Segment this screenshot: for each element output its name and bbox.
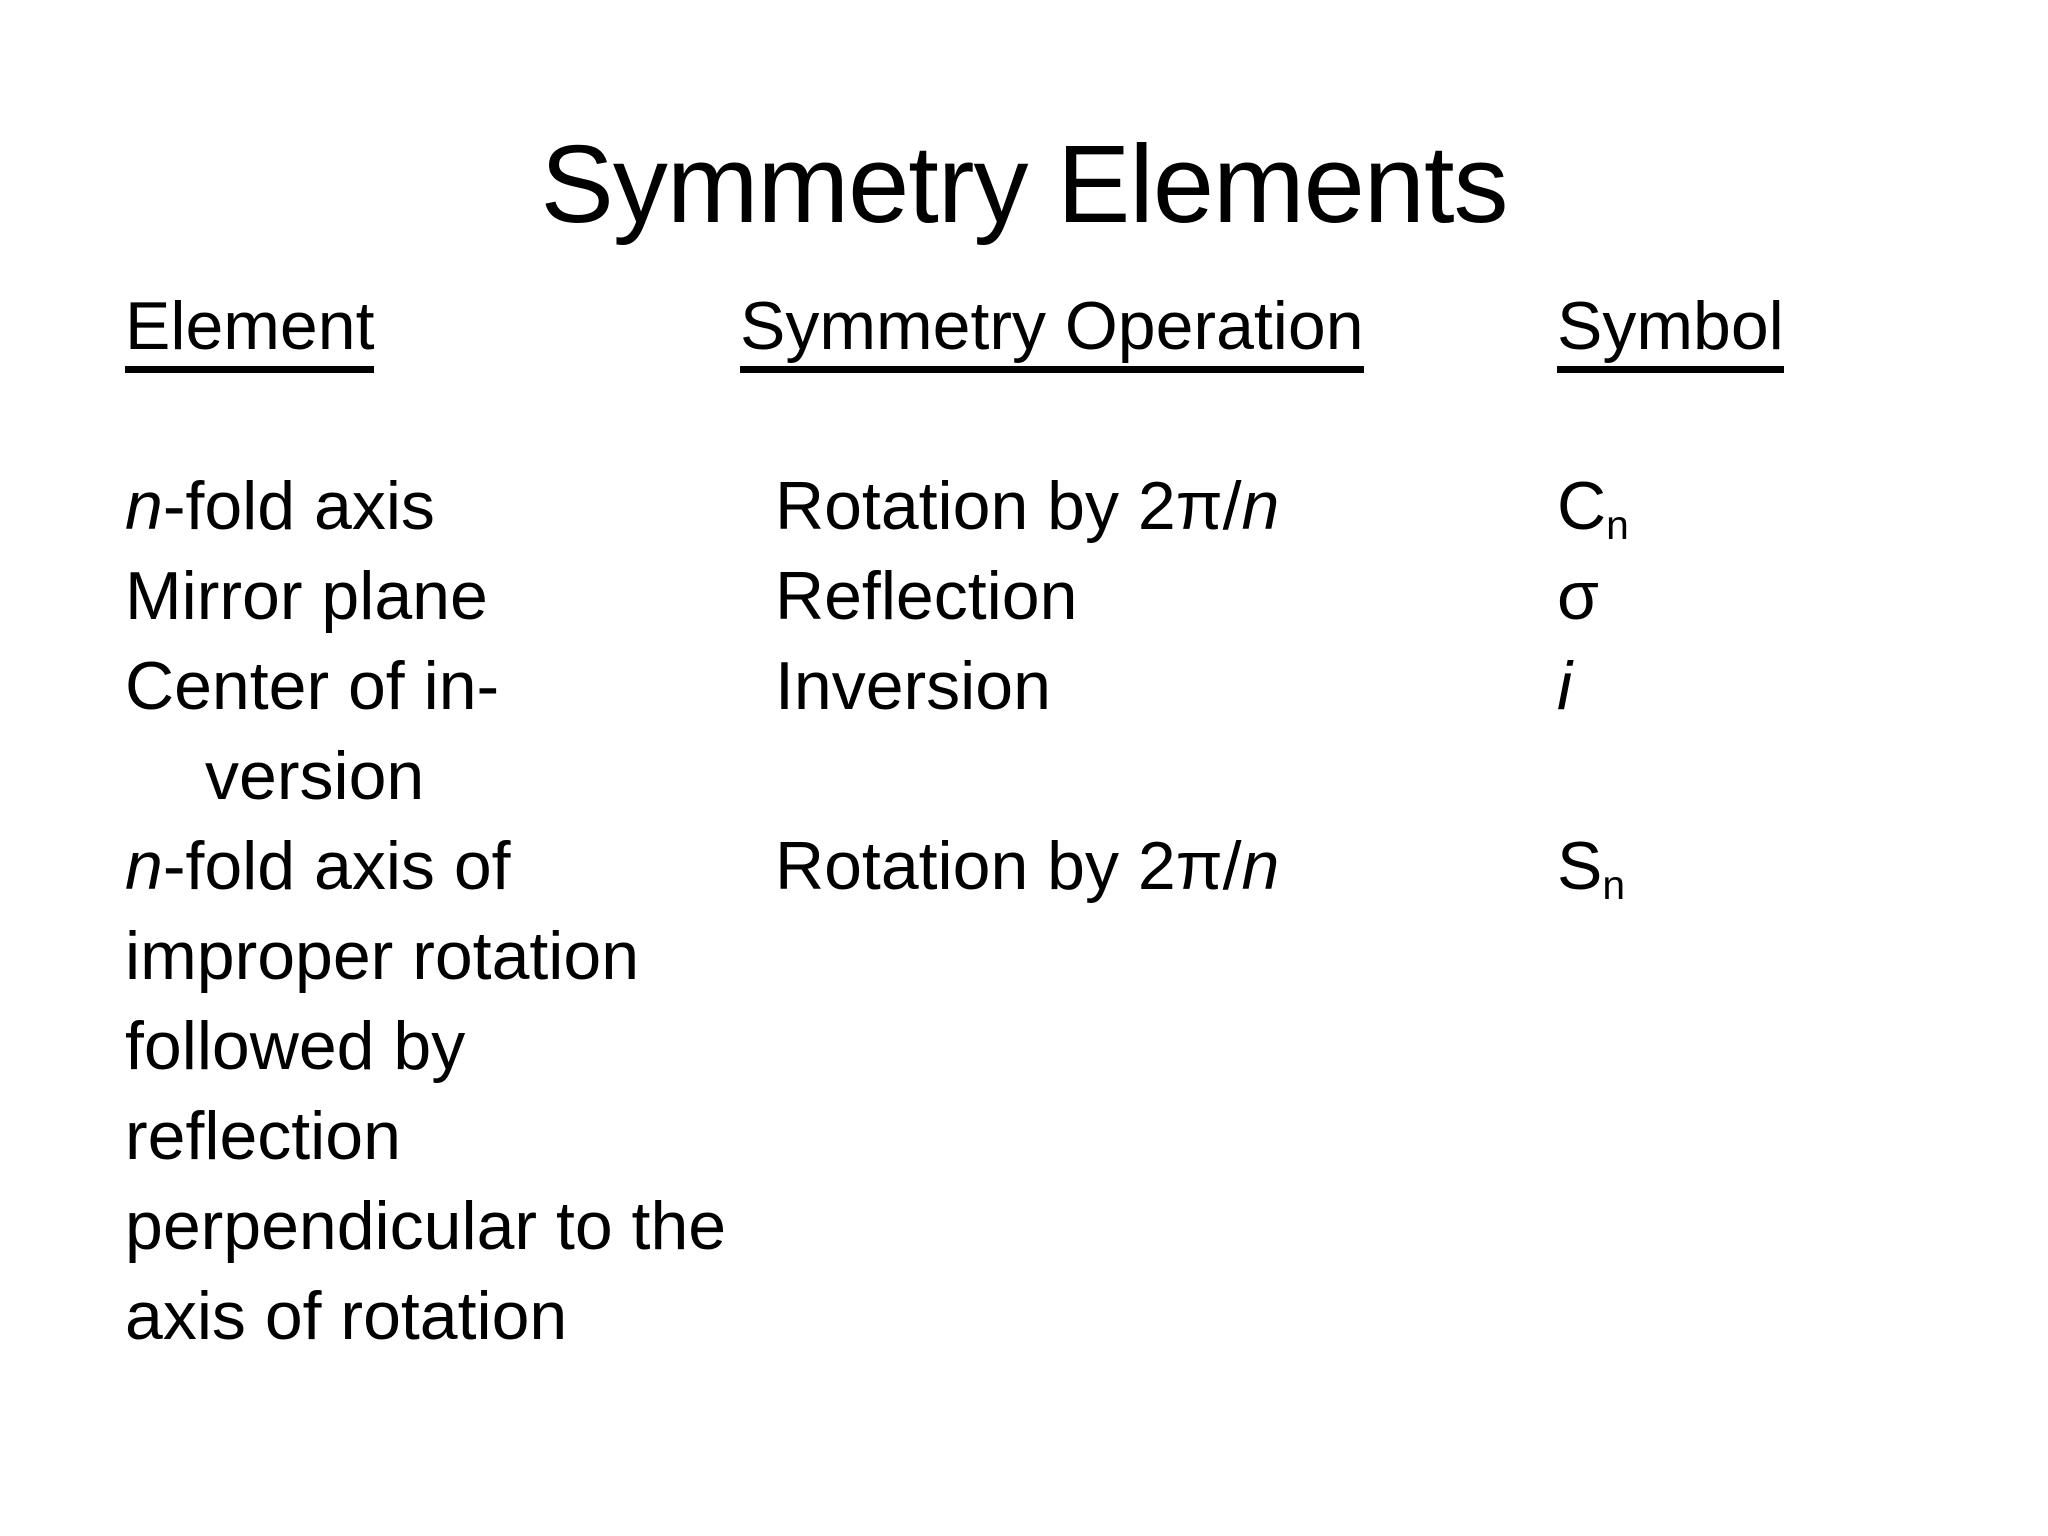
- text-segment: n: [1241, 468, 1280, 544]
- text-segment: S: [1557, 828, 1603, 904]
- text-segment: version: [205, 738, 425, 814]
- column-header-row: Symmetry Operation: [740, 281, 1364, 373]
- element-cell-line: version: [125, 731, 726, 821]
- text-segment: followed by: [125, 1008, 466, 1084]
- operation-cell-line: Reflection: [740, 551, 1364, 641]
- element-cell-line: Mirror plane: [125, 551, 726, 641]
- element-cell-line: reflection: [125, 1091, 726, 1181]
- column-header-symbol: Symbol: [1557, 289, 1784, 373]
- text-segment: n: [1241, 828, 1280, 904]
- symbol-cell-line: [1557, 371, 1784, 461]
- element-cell-line: axis of rotation: [125, 1271, 726, 1361]
- operation-cell-line: Inversion: [740, 641, 1364, 731]
- text-segment: -fold axis: [162, 468, 435, 544]
- operation-cell-line: [740, 371, 1364, 461]
- slide-title: Symmetry Elements: [540, 123, 1508, 246]
- text-segment: Inversion: [775, 648, 1051, 724]
- element-cell-line: perpendicular to the: [125, 1181, 726, 1271]
- text-segment: Rotation by 2π/: [775, 828, 1242, 904]
- text-segment: Mirror plane: [125, 558, 488, 634]
- text-segment: C: [1557, 468, 1607, 544]
- symbol-cell-line: Sn: [1557, 821, 1784, 911]
- text-segment: improper rotation: [125, 918, 640, 994]
- symbol-cell-line: σ: [1557, 551, 1784, 641]
- text-segment: n: [125, 468, 163, 544]
- text-segment: reflection: [125, 1098, 401, 1174]
- symbol-cell-line: i: [1557, 641, 1784, 731]
- text-segment: -fold axis of: [162, 828, 511, 904]
- text-segment: σ: [1557, 558, 1599, 634]
- column-header-row: Symbol: [1557, 281, 1784, 373]
- element-cell-line: Center of in-: [125, 641, 726, 731]
- operation-cell-line: [740, 731, 1364, 821]
- element-cell-line: n-fold axis of: [125, 821, 726, 911]
- text-segment: i: [1557, 648, 1573, 724]
- column-header-row: Element: [125, 281, 726, 373]
- column-header-symmetry-operation: Symmetry Operation: [740, 289, 1364, 373]
- symbol-cell-line: [1557, 731, 1784, 821]
- text-segment: Reflection: [775, 558, 1078, 634]
- column-header-element: Element: [125, 289, 375, 373]
- element-cell-line: n-fold axis: [125, 461, 726, 551]
- text-segment: Rotation by 2π/: [775, 468, 1242, 544]
- operation-cell-line: Rotation by 2π/n: [740, 821, 1364, 911]
- element-cell-line: [125, 371, 726, 461]
- element-cell-line: followed by: [125, 1001, 726, 1091]
- text-segment: axis of rotation: [125, 1278, 568, 1354]
- text-segment: perpendicular to the: [125, 1188, 727, 1264]
- text-segment: n: [1606, 501, 1629, 548]
- text-segment: n: [1602, 861, 1626, 908]
- text-segment: n: [125, 828, 163, 904]
- symbol-cell-line: Cn: [1557, 461, 1784, 551]
- text-segment: Center of in-: [125, 648, 500, 724]
- operation-cell-line: Rotation by 2π/n: [740, 461, 1364, 551]
- element-cell-line: improper rotation: [125, 911, 726, 1001]
